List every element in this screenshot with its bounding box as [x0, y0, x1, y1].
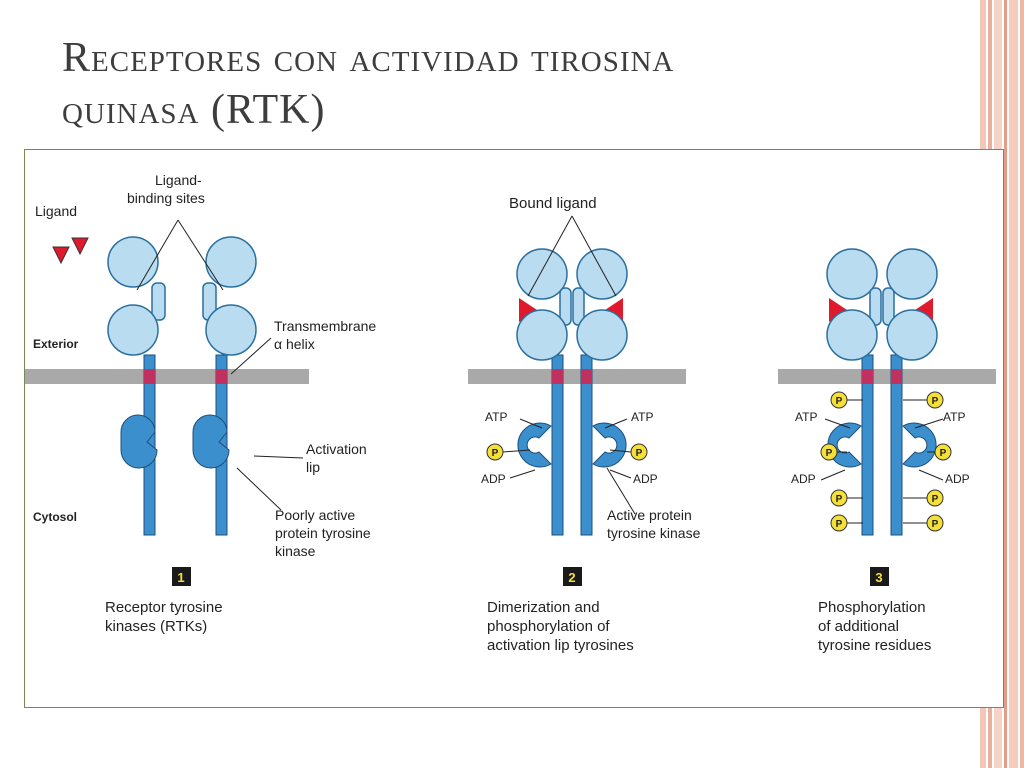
panel-number: 3	[875, 570, 882, 585]
label-adp: ADP	[791, 472, 816, 486]
phosphate-label: P	[932, 519, 939, 530]
label-poorly-line2: protein tyrosine	[275, 525, 371, 541]
label-atp: ATP	[795, 410, 817, 424]
label-adp: ADP	[633, 472, 658, 486]
receptor-dimer-2	[516, 248, 628, 536]
phosphate-label: P	[836, 519, 843, 530]
caption-line2: of additional	[818, 618, 899, 635]
label-active-line1: Active protein	[607, 507, 692, 523]
caption-line1: Dimerization and	[487, 599, 600, 616]
receptor-1-left	[107, 236, 166, 536]
label-transmembrane-line1: Transmembrane	[274, 318, 376, 334]
rtk-diagram-svg: Ligand Ligand- binding sites Exterior Cy…	[25, 172, 996, 654]
label-atp: ATP	[631, 410, 653, 424]
phosphate-label: P	[932, 494, 939, 505]
leader-lines-2	[502, 215, 636, 515]
label-atp: ATP	[485, 410, 507, 424]
caption-line3: tyrosine residues	[818, 637, 931, 654]
label-atp: ATP	[943, 410, 965, 424]
label-poorly-line1: Poorly active	[275, 507, 355, 523]
label-active-line2: tyrosine kinase	[607, 525, 701, 541]
label-adp: ADP	[945, 472, 970, 486]
slide-title-line-1: Receptores con actividad tirosina	[62, 35, 675, 81]
label-activation-line1: Activation	[306, 441, 367, 457]
slide-title: Receptores con actividad tirosina quinas…	[62, 32, 962, 136]
phosphate-label: P	[826, 448, 833, 459]
panel-3: P P P P P P P P ATP ATP ADP ADP 3 Phosph…	[778, 248, 996, 654]
label-ligand-binding-line1: Ligand-	[155, 172, 202, 188]
label-activation-line2: lip	[306, 459, 320, 475]
panel-number-badge	[563, 567, 582, 586]
label-poorly-line3: kinase	[275, 543, 316, 559]
caption-line2: kinases (RTKs)	[105, 618, 207, 635]
phosphate-label: P	[836, 494, 843, 505]
panel-number: 1	[177, 570, 184, 585]
membrane-3	[778, 369, 996, 384]
caption-line2: phosphorylation of	[487, 618, 610, 635]
label-transmembrane-line2: α helix	[274, 336, 315, 352]
label-ligand-binding-line2: binding sites	[127, 190, 205, 206]
label-ligand: Ligand	[35, 203, 77, 219]
panel-1: Ligand Ligand- binding sites Exterior Cy…	[25, 172, 376, 635]
panel-number-badge	[870, 567, 889, 586]
caption-line3: activation lip tyrosines	[487, 637, 634, 654]
panel-number: 2	[568, 570, 575, 585]
phosphate-label: P	[932, 396, 939, 407]
label-adp: ADP	[481, 472, 506, 486]
caption-line1: Phosphorylation	[818, 599, 926, 616]
leader-lines-3	[820, 399, 944, 524]
label-exterior: Exterior	[33, 337, 79, 351]
phosphate-labels-3: P P P P P P P P	[826, 396, 947, 530]
panel-2: Bound ligand ATP ATP P P ADP ADP Active …	[468, 195, 701, 654]
phosphate-label: P	[940, 448, 947, 459]
slide-title-line-2: quinasa (RTK)	[62, 87, 326, 133]
receptor-1-right	[192, 236, 257, 536]
panel-number-badge	[172, 567, 191, 586]
leader-lines-1	[136, 219, 304, 511]
label-cytosol: Cytosol	[33, 510, 77, 524]
phosphate-label: P	[636, 448, 643, 459]
ligand-triangle	[52, 246, 70, 265]
membrane-1	[25, 369, 309, 384]
rtk-diagram: Ligand Ligand- binding sites Exterior Cy…	[24, 149, 1004, 708]
ligand-triangle	[71, 237, 89, 256]
receptor-dimer-3	[826, 248, 938, 536]
phosphate-label: P	[836, 396, 843, 407]
phosphate-label: P	[492, 448, 499, 459]
membrane-2	[468, 369, 686, 384]
caption-line1: Receptor tyrosine	[105, 599, 223, 616]
label-bound-ligand: Bound ligand	[509, 195, 597, 212]
